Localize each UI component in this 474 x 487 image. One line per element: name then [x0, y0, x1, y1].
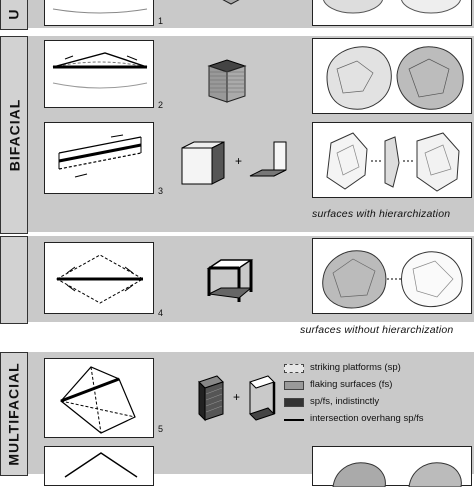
legend-label-flaking-surfaces: flaking surfaces (fs)	[310, 379, 393, 390]
scheme-2-drawing	[52, 52, 148, 89]
tab-multifacial-label: MULTIFACIAL	[6, 362, 22, 466]
artifact-drawing-5	[332, 462, 462, 487]
legend-label-sp-fs: sp/fs, indistinctly	[310, 396, 380, 407]
row-number-1: 1	[158, 16, 164, 26]
caption-without-hierarchization: surfaces without hierarchization	[300, 324, 454, 336]
legend-label-intersection: intersection overhang sp/fs	[310, 413, 424, 424]
artifact-panel-4	[312, 238, 472, 314]
plus-sign-5: +	[233, 390, 241, 404]
scheme-6-drawing	[64, 452, 138, 478]
scheme-panel-6	[44, 446, 154, 486]
scheme-panel-4	[44, 242, 154, 314]
row-number-3: 3	[158, 186, 164, 196]
legend-line-intersection	[284, 419, 304, 421]
row-number-4: 4	[158, 308, 164, 318]
legend-swatch-sp-fs	[284, 398, 304, 407]
tab-unifacial-label: U	[6, 8, 22, 20]
row-number-5: 5	[158, 424, 164, 434]
volume-cube-3b	[249, 141, 287, 177]
legend-swatch-striking-platforms	[284, 364, 304, 373]
artifact-drawing-4	[322, 250, 463, 309]
volume-cube-1	[222, 0, 240, 5]
scheme-panel-3	[44, 122, 154, 194]
legend-label-striking-platforms: striking platforms (sp)	[310, 362, 401, 373]
scheme-panel-5	[44, 358, 154, 438]
artifact-panel-3	[312, 122, 472, 198]
scheme-1-drawing	[52, 8, 148, 14]
row-number-2: 2	[158, 100, 164, 110]
plus-sign-3: +	[235, 154, 243, 168]
volume-cube-2	[207, 59, 247, 103]
volume-cube-3a	[181, 141, 225, 185]
volume-cube-5a	[198, 375, 224, 422]
tab-bifacial: BIFACIAL	[0, 36, 28, 234]
artifact-drawing-1	[323, 0, 461, 14]
volume-cube-5b	[249, 375, 276, 421]
caption-with-hierarchization: surfaces with hierarchization	[312, 208, 451, 220]
artifact-panel-1	[312, 0, 472, 26]
tab-multifacial: MULTIFACIAL	[0, 352, 28, 476]
scheme-5-drawing	[60, 366, 136, 434]
tab-bifacial-2	[0, 236, 28, 324]
volume-cube-4	[206, 259, 254, 302]
artifact-drawing-3	[326, 132, 460, 192]
artifact-drawing-2	[326, 46, 464, 110]
legend-swatch-flaking-surfaces	[284, 381, 304, 390]
artifact-panel-5	[312, 446, 472, 487]
scheme-panel-2	[44, 40, 154, 108]
tab-unifacial: U	[0, 0, 28, 30]
scheme-4-drawing	[55, 254, 145, 304]
tab-bifacial-label: BIFACIAL	[6, 98, 22, 172]
scheme-panel-1	[44, 0, 154, 26]
artifact-panel-2	[312, 38, 472, 114]
scheme-3-drawing	[58, 134, 142, 178]
